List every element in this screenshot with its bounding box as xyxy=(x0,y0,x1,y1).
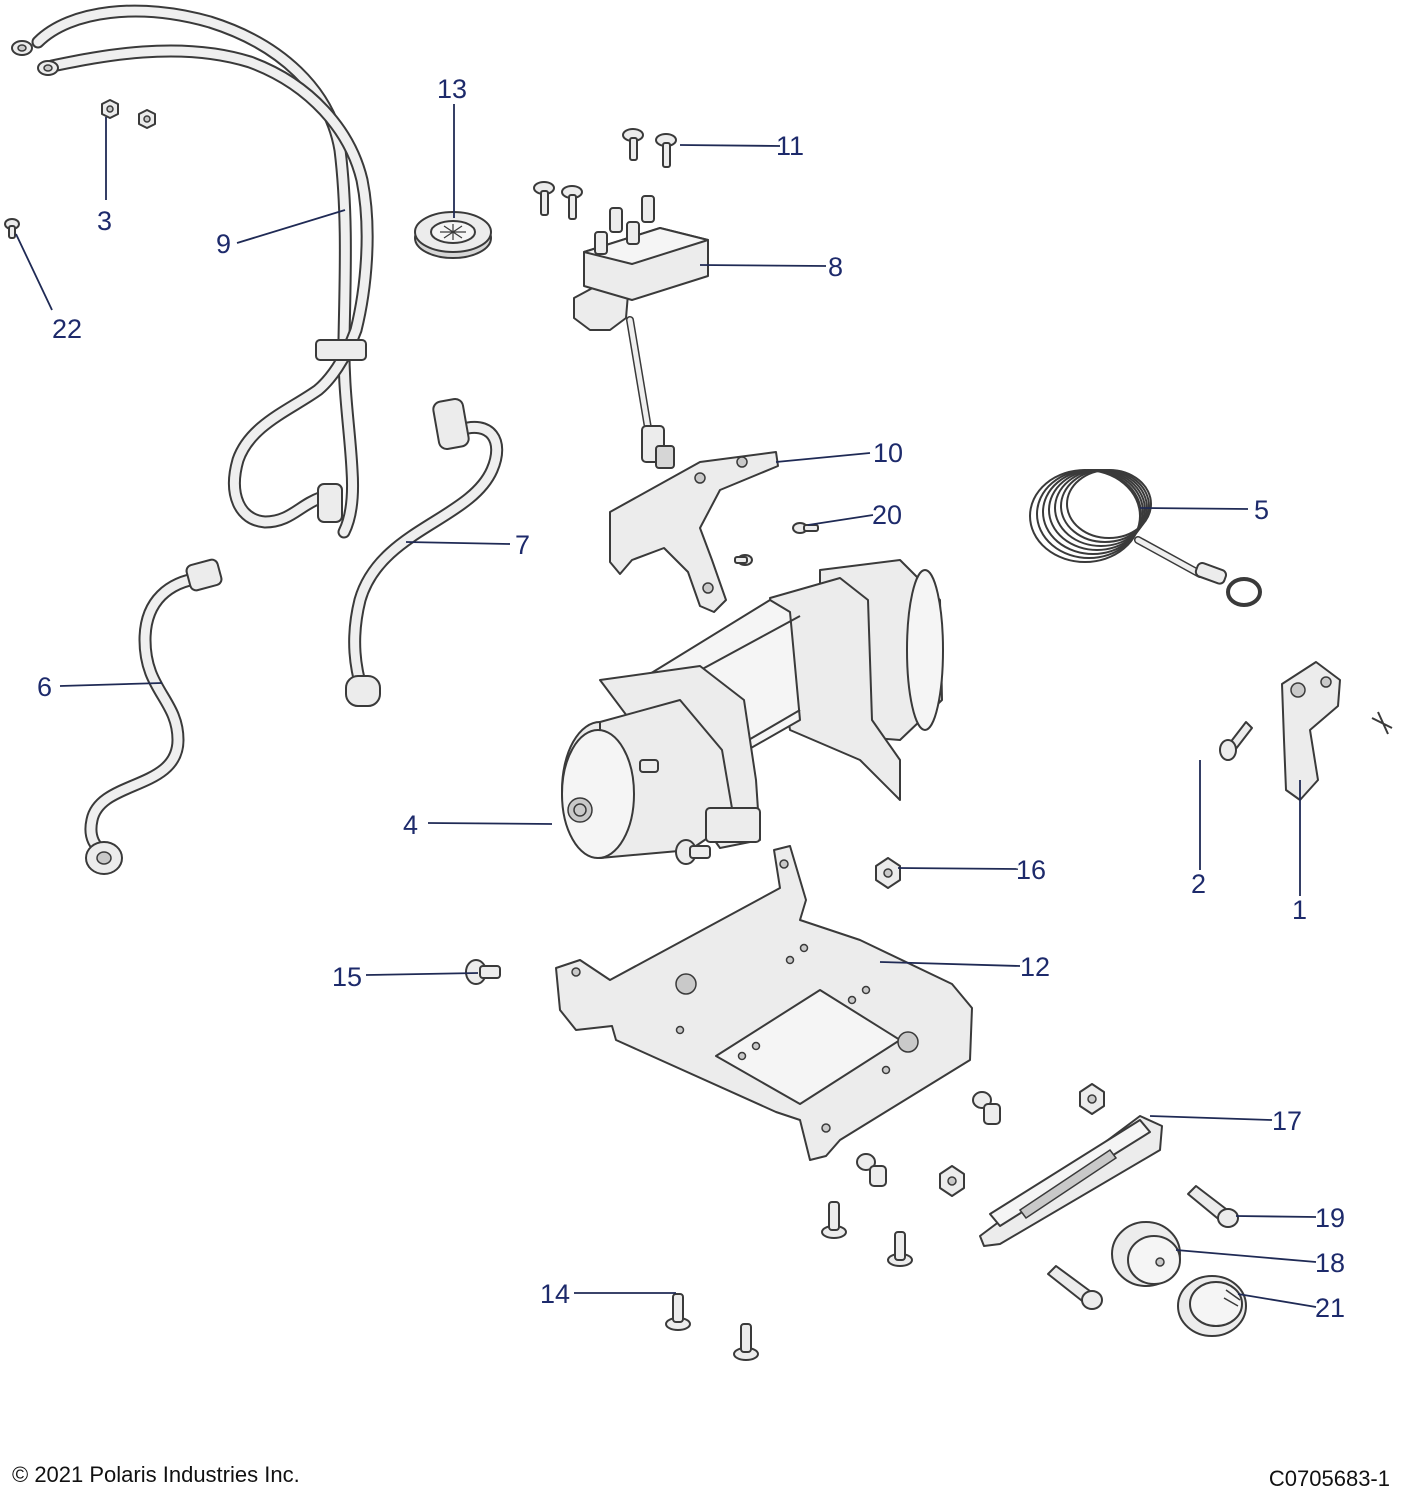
callout-19: 19 xyxy=(1315,1203,1345,1233)
callout-6: 6 xyxy=(37,672,52,702)
callout-5: 5 xyxy=(1254,495,1269,525)
callout-4: 4 xyxy=(403,810,418,840)
callout-16: 16 xyxy=(1016,855,1046,885)
callout-18: 18 xyxy=(1315,1248,1345,1278)
callout-22: 22 xyxy=(52,314,82,344)
part-11-screws xyxy=(533,128,677,220)
part-5-wire-rope xyxy=(1029,469,1262,607)
part-8-solenoid xyxy=(573,195,709,469)
callout-2: 2 xyxy=(1191,869,1206,899)
part-15-bolt xyxy=(465,839,711,985)
part-10-bracket xyxy=(609,451,779,613)
callout-17: 17 xyxy=(1272,1106,1302,1136)
part-7-cable xyxy=(345,398,504,707)
callout-9: 9 xyxy=(216,229,231,259)
part-18-stopper xyxy=(1111,1221,1181,1287)
callout-10: 10 xyxy=(873,438,903,468)
copyright-notice: © 2021 Polaris Industries Inc. xyxy=(12,1462,300,1487)
leader-lines xyxy=(15,104,1317,1308)
part-4-winch xyxy=(561,559,944,859)
callout-8: 8 xyxy=(828,252,843,282)
part-20-screws xyxy=(734,522,819,566)
part-3-nuts xyxy=(101,99,156,129)
callout-20: 20 xyxy=(872,500,902,530)
callout-7: 7 xyxy=(515,530,530,560)
part-6-cable xyxy=(84,558,223,875)
part-9-cable-harness xyxy=(11,4,374,539)
lower-hardware xyxy=(856,1083,1105,1197)
callout-15: 15 xyxy=(332,962,362,992)
part-22-screw xyxy=(4,218,20,239)
callout-12: 12 xyxy=(1020,952,1050,982)
part-1-hook xyxy=(1281,661,1393,801)
part-19-bolt xyxy=(1047,1185,1239,1310)
part-12-mounting-plate xyxy=(555,845,973,1161)
callout-13: 13 xyxy=(437,74,467,104)
callout-14: 14 xyxy=(540,1279,570,1309)
callout-21: 21 xyxy=(1315,1293,1345,1323)
part-16-nut xyxy=(875,857,901,889)
figure-id: C0705683-1 xyxy=(1268,1466,1390,1491)
callout-11: 11 xyxy=(776,131,804,161)
callout-labels: 13 11 3 9 22 8 10 20 5 7 6 4 16 2 1 15 1… xyxy=(37,74,1345,1323)
part-14-bolts xyxy=(665,1201,913,1361)
callout-3: 3 xyxy=(97,206,112,236)
callout-1: 1 xyxy=(1292,895,1307,925)
part-13-grommet xyxy=(414,211,492,259)
part-17-fairlead xyxy=(979,1115,1163,1247)
part-21-bumper xyxy=(1177,1275,1247,1337)
part-2-pin xyxy=(1219,721,1253,761)
